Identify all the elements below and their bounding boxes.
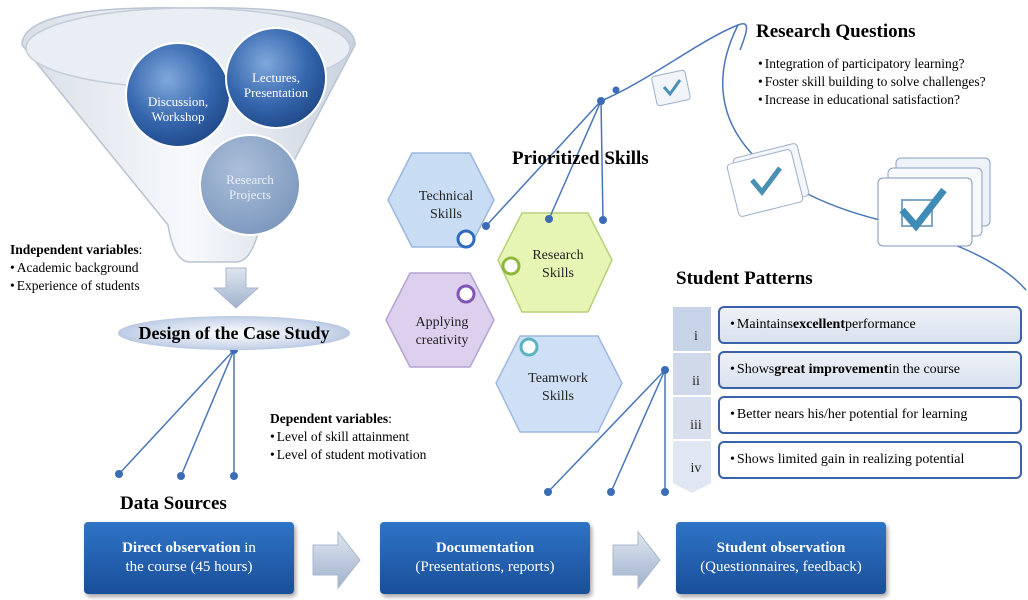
data-sources-title: Data Sources bbox=[120, 493, 227, 514]
pattern-text: Maintains bbox=[736, 317, 793, 332]
circle-label-discussion: Discussion,Workshop bbox=[147, 94, 209, 124]
skills-connector-lines bbox=[485, 23, 1027, 291]
pattern-number: iv bbox=[690, 461, 702, 476]
dependent-item: Level of student motivation bbox=[270, 446, 490, 464]
ring-icon bbox=[519, 337, 539, 357]
source-title-suffix: in bbox=[240, 540, 256, 556]
source-title: Student observation bbox=[716, 540, 846, 556]
circle-research-projects bbox=[199, 134, 301, 236]
source-title: Direct observation bbox=[122, 540, 241, 556]
patterns-connector-lines bbox=[547, 369, 666, 493]
right-arrow-icon bbox=[312, 530, 361, 590]
independent-item: Experience of students bbox=[10, 277, 210, 295]
source-box-student-observation: Student observation (Questionnaires, fee… bbox=[676, 522, 886, 594]
pattern-text: performance bbox=[845, 317, 916, 332]
pattern-emphasis: excellent bbox=[792, 317, 845, 332]
source-detail: (Presentations, reports) bbox=[415, 559, 555, 575]
checklist-icon bbox=[726, 143, 810, 217]
independent-variables-block: Independent variables: Academic backgrou… bbox=[10, 241, 210, 295]
pattern-row: Shows great improvement in the course bbox=[718, 351, 1022, 389]
prioritized-skills-title: Prioritized Skills bbox=[512, 148, 649, 169]
pattern-text: Better nears his/her potential for learn… bbox=[736, 407, 968, 422]
down-arrow-icon bbox=[212, 267, 260, 309]
research-question-item: Increase in educational satisfaction? bbox=[758, 91, 1026, 109]
student-patterns-title: Student Patterns bbox=[676, 268, 813, 289]
pattern-text: Shows bbox=[736, 362, 775, 377]
pattern-row: Better nears his/her potential for learn… bbox=[718, 396, 1022, 434]
source-box-documentation: Documentation (Presentations, reports) bbox=[380, 522, 590, 594]
pattern-number: iii bbox=[690, 418, 702, 433]
patterns-chevron-column bbox=[671, 305, 713, 496]
ring-icon bbox=[456, 229, 476, 249]
checklist-icon bbox=[877, 157, 991, 247]
hex-research-skills bbox=[497, 212, 613, 313]
independent-item: Academic background bbox=[10, 259, 210, 277]
source-detail: the course (45 hours) bbox=[125, 559, 253, 575]
pattern-emphasis: great improvement bbox=[774, 362, 889, 377]
source-box-direct-observation: Direct observation in the course (45 hou… bbox=[84, 522, 294, 594]
design-connector-lines bbox=[118, 349, 235, 477]
research-question-item: Foster skill building to solve challenge… bbox=[758, 73, 1026, 91]
ring-icon bbox=[501, 256, 521, 276]
dependent-item: Level of skill attainment bbox=[270, 428, 490, 446]
research-questions-list: Integration of participatory learning? F… bbox=[758, 55, 1026, 109]
source-detail: (Questionnaires, feedback) bbox=[700, 559, 862, 575]
dependent-variables-title: Dependent variables bbox=[270, 411, 389, 426]
research-question-item: Integration of participatory learning? bbox=[758, 55, 1026, 73]
checklist-icon bbox=[651, 69, 691, 107]
circle-label-lectures: Lectures,Presentation bbox=[243, 70, 309, 100]
pattern-row: Maintains excellent performance bbox=[718, 306, 1022, 344]
pattern-text: Shows limited gain in realizing potentia… bbox=[736, 452, 965, 467]
source-title: Documentation bbox=[435, 540, 535, 556]
pattern-row: Shows limited gain in realizing potentia… bbox=[718, 441, 1022, 479]
pattern-text: in the course bbox=[888, 362, 960, 377]
right-arrow-icon bbox=[612, 530, 661, 590]
pattern-number: ii bbox=[692, 374, 700, 389]
dependent-variables-block: Dependent variables: Level of skill atta… bbox=[270, 410, 490, 464]
design-case-study-oval: Design of the Case Study bbox=[118, 316, 350, 350]
design-case-study-title: Design of the Case Study bbox=[138, 322, 330, 343]
circle-lectures bbox=[225, 27, 327, 129]
hex-technical-skills bbox=[387, 152, 495, 248]
pattern-number: i bbox=[694, 329, 698, 344]
hex-teamwork-skills bbox=[495, 335, 623, 433]
research-questions-title: Research Questions bbox=[756, 21, 916, 42]
independent-variables-title: Independent variables bbox=[10, 242, 139, 257]
ring-icon bbox=[456, 284, 476, 304]
